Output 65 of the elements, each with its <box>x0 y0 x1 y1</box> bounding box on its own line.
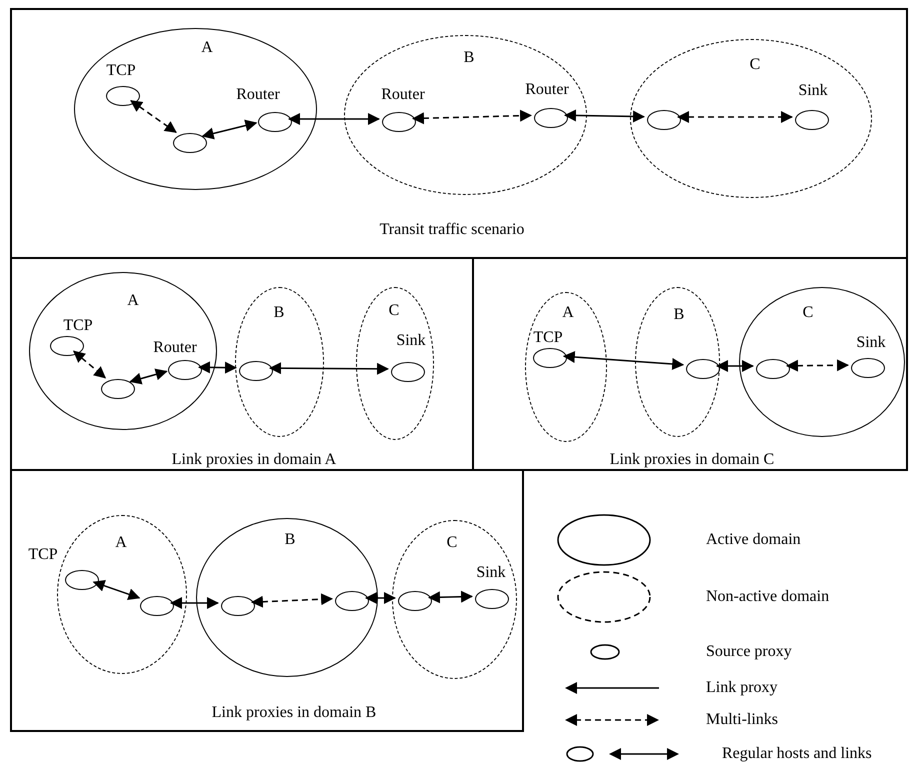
panel-caption: Link proxies in domain C <box>610 452 774 468</box>
legend-text: Source proxy <box>706 644 792 660</box>
arrow <box>202 120 258 140</box>
domain-label: C <box>750 57 760 73</box>
arrow <box>677 111 793 123</box>
domain-label: A <box>115 535 127 551</box>
arrow <box>428 590 474 604</box>
domain-ellipse <box>196 518 378 677</box>
node-label: Router <box>525 82 569 98</box>
arrow <box>130 100 177 133</box>
node-label: Router <box>153 340 197 356</box>
domain-ellipse <box>635 287 720 437</box>
domain-ellipse <box>392 520 517 679</box>
panel-caption: Link proxies in domain A <box>172 452 336 468</box>
arrow <box>288 113 380 125</box>
arrow <box>716 360 754 372</box>
arrow <box>250 593 334 608</box>
domain-label: A <box>562 305 574 321</box>
legend-text: Non-active domain <box>706 589 830 605</box>
arrow <box>72 350 106 378</box>
panel <box>10 469 524 732</box>
legend-text: Multi-links <box>706 712 778 728</box>
domain-ellipse <box>29 272 217 430</box>
arrow <box>198 361 237 374</box>
arrow <box>564 110 645 122</box>
domain-label: C <box>802 305 814 321</box>
arrow <box>786 359 849 372</box>
domain-ellipse <box>74 28 317 190</box>
node-label: TCP <box>63 318 93 334</box>
legend-text: Regular hosts and links <box>722 746 872 762</box>
panel-caption: Link proxies in domain B <box>212 705 376 721</box>
domain-label: A <box>201 40 213 56</box>
node-label: Sink <box>856 335 886 351</box>
node-label: Sink <box>396 333 426 349</box>
domain-label: B <box>274 305 284 321</box>
domain-label: C <box>446 535 458 551</box>
node-label: Sink <box>798 83 828 99</box>
node-label: TCP <box>28 547 58 563</box>
legend-text: Active domain <box>706 532 801 548</box>
domain-ellipse <box>739 287 905 437</box>
domain-label: B <box>464 50 474 66</box>
arrow <box>562 351 684 370</box>
node-label: Router <box>381 87 425 103</box>
domain-label: A <box>127 293 139 309</box>
arrow <box>365 592 396 604</box>
domain-label: B <box>284 532 296 548</box>
arrow <box>170 597 219 609</box>
arrow <box>412 110 532 124</box>
node-label: Router <box>236 87 280 103</box>
domain-label: B <box>674 307 684 323</box>
domain-ellipse <box>344 35 587 195</box>
arrow <box>92 580 140 600</box>
legend-text: Link proxy <box>706 680 778 696</box>
node-label: TCP <box>106 63 136 79</box>
panel-caption: Transit traffic scenario <box>380 222 524 238</box>
domain-ellipse <box>356 287 434 440</box>
node-label: TCP <box>533 330 563 346</box>
domain-label: C <box>388 303 400 319</box>
node-label: Sink <box>476 565 506 581</box>
domain-ellipse <box>630 39 872 198</box>
domain-ellipse <box>525 292 607 442</box>
panel <box>10 8 908 259</box>
arrow <box>129 368 168 384</box>
domain-ellipse <box>235 287 324 437</box>
arrow <box>269 362 389 375</box>
